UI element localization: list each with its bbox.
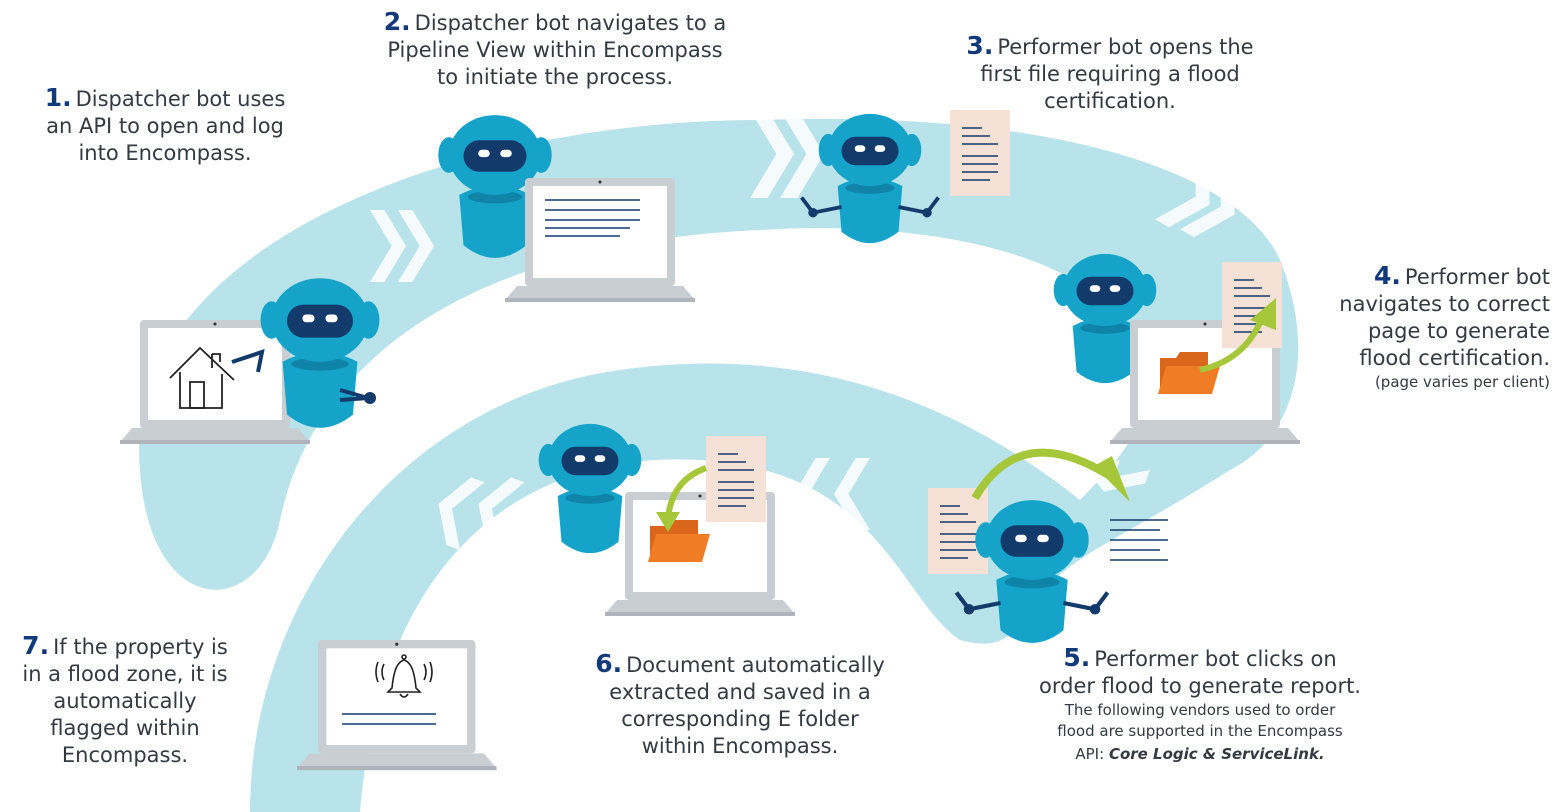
step-4-number: 4. <box>1374 261 1401 290</box>
step-5-line-2: order flood to generate report. <box>1039 674 1361 698</box>
house-icon <box>169 346 235 409</box>
step7-illustration <box>297 640 497 771</box>
step-6-line-1: Document automatically <box>626 653 885 677</box>
step-7-line-5: Encompass. <box>61 743 189 767</box>
step-4-line-4: flood certification. <box>1359 346 1550 370</box>
step5-illustration <box>927 448 1168 643</box>
step-7-text: 7.If the property is in a flood zone, it… <box>0 632 250 769</box>
step-4-note: (page varies per client) <box>1374 373 1550 391</box>
step2-illustration <box>438 115 695 302</box>
step-5-note-line-2: flood are supported in the Encompass <box>1057 722 1343 740</box>
laptop-icon <box>505 178 695 302</box>
step-3-number: 3. <box>966 31 994 60</box>
step-5-line-1: Performer bot clicks on <box>1094 647 1337 671</box>
step-7-line-1: If the property is <box>53 635 228 659</box>
step-2-line-2: Pipeline View within Encompass <box>387 38 723 62</box>
step-7-line-4: flagged within <box>50 716 200 740</box>
step-4-line-1: Performer bot <box>1404 265 1550 289</box>
bell-icon <box>375 654 433 698</box>
step-2-text: 2.Dispatcher bot navigates to a Pipeline… <box>340 8 770 91</box>
step-5-number: 5. <box>1063 643 1091 672</box>
step-2-number: 2. <box>383 7 411 36</box>
step-5-api-vendors: Core Logic & ServiceLink. <box>1108 745 1325 763</box>
step4-illustration <box>1053 253 1300 444</box>
step-4-line-2: navigates to correct <box>1339 292 1550 316</box>
laptop-icon <box>297 640 497 771</box>
step-1-line-3: into Encompass. <box>78 141 252 165</box>
step-6-line-3: corresponding E folder <box>621 707 859 731</box>
step-2-line-3: to initiate the process. <box>436 65 673 89</box>
step-6-number: 6. <box>595 649 623 678</box>
step-5-note-line-1: The following vendors used to order <box>1064 701 1336 719</box>
step-1-line-1: Dispatcher bot uses <box>75 87 286 111</box>
step1-illustration <box>120 278 380 444</box>
step-3-text: 3.Performer bot opens the first file req… <box>920 32 1300 115</box>
process-ribbon <box>139 118 1299 812</box>
curved-arrow-icon <box>1199 316 1265 373</box>
step-4-text: 4.Performer bot navigates to correct pag… <box>1284 262 1550 393</box>
step-6-line-4: within Encompass. <box>641 734 839 758</box>
curved-arrow-icon <box>665 465 708 519</box>
step-7-number: 7. <box>22 631 50 660</box>
step-3-line-1: Performer bot opens the <box>997 35 1254 59</box>
curved-arrow-icon <box>971 448 1113 501</box>
document-icon <box>949 109 1011 197</box>
step-1-line-2: an API to open and log <box>46 114 284 138</box>
step-5-api-prefix: API: <box>1075 745 1109 763</box>
step-1-number: 1. <box>44 83 72 112</box>
step6-illustration <box>538 423 795 616</box>
step-6-text: 6.Document automatically extracted and s… <box>550 650 930 760</box>
step-3-line-2: first file requiring a flood <box>980 62 1240 86</box>
step-7-line-3: automatically <box>53 689 197 713</box>
step-5-text: 5.Performer bot clicks on order flood to… <box>1000 644 1400 766</box>
step-6-line-2: extracted and saved in a <box>609 680 871 704</box>
document-icon <box>705 435 767 523</box>
step-4-line-3: page to generate <box>1367 319 1550 343</box>
step-2-line-1: Dispatcher bot navigates to a <box>414 11 727 35</box>
step-7-line-2: in a flood zone, it is <box>22 662 228 686</box>
step-1-text: 1.Dispatcher bot uses an API to open and… <box>10 84 320 167</box>
step-3-line-3: certification. <box>1044 89 1176 113</box>
report-lines <box>1110 519 1168 561</box>
